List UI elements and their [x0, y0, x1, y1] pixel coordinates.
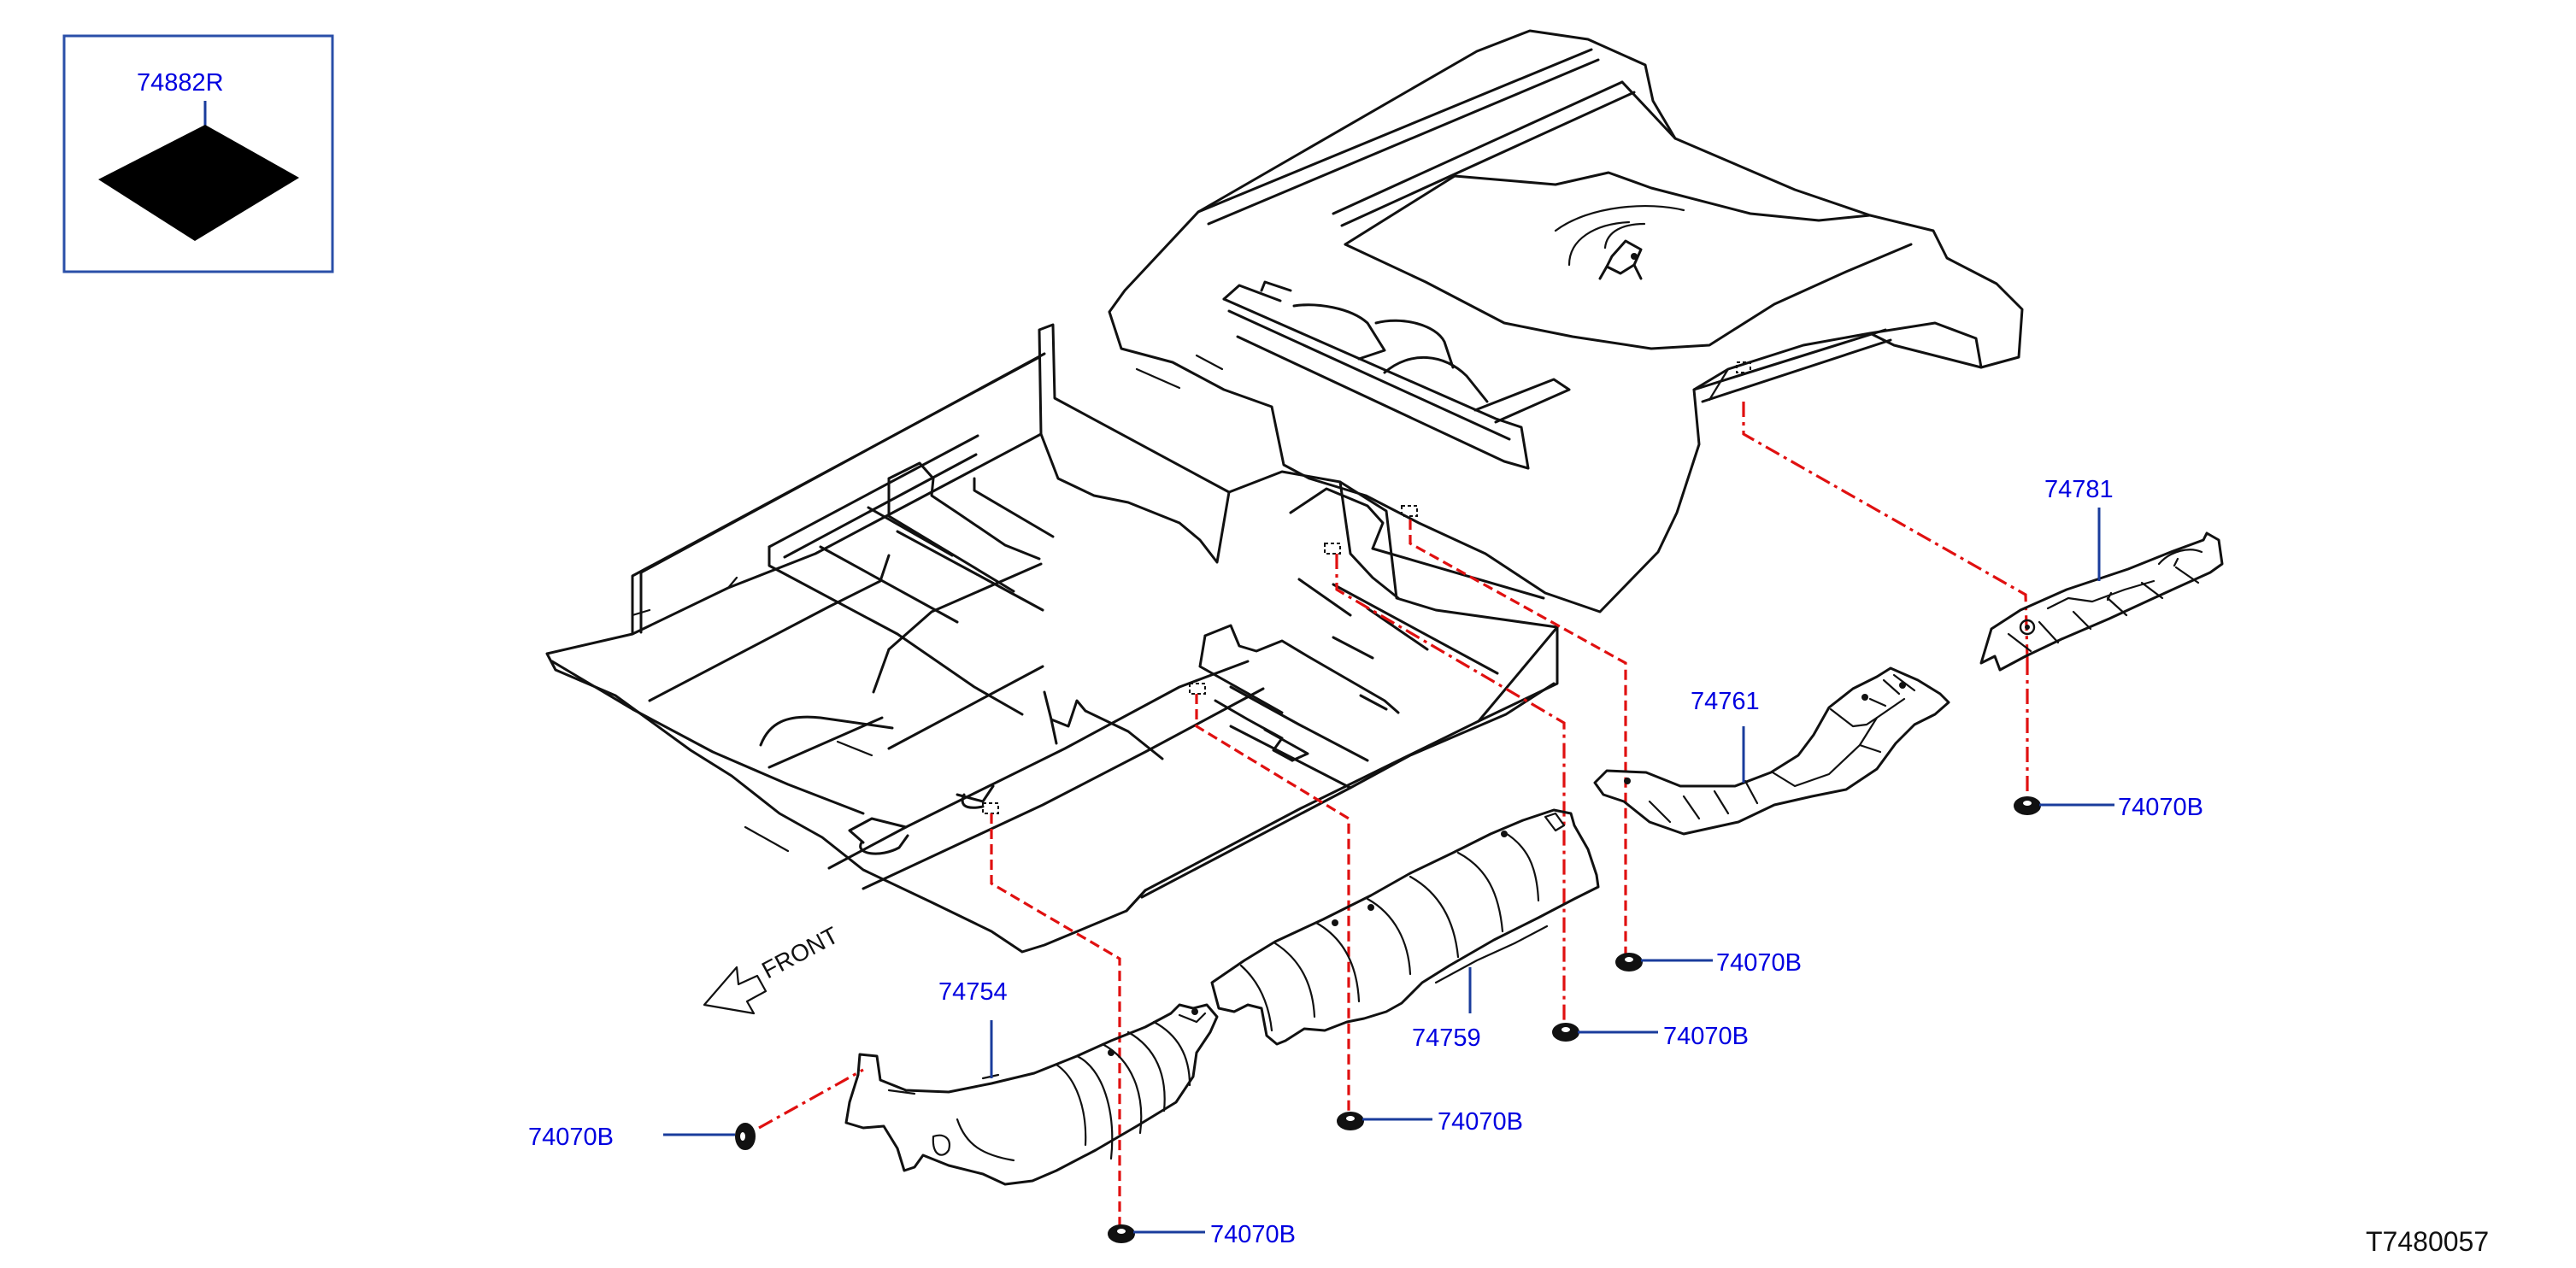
front-label: FRONT: [757, 922, 843, 984]
insulator-74754[interactable]: [844, 1003, 1219, 1186]
callout-74070B-a[interactable]: 74070B: [2118, 794, 2203, 821]
clip-c[interactable]: [1552, 1023, 1579, 1042]
clip-d[interactable]: [1337, 1112, 1364, 1130]
insulator-74761[interactable]: [1593, 666, 1950, 836]
clip-f[interactable]: [1108, 1224, 1135, 1243]
drawing-number: T7480057: [2366, 1226, 2489, 1257]
callout-74761[interactable]: 74761: [1691, 688, 1760, 715]
clip-a[interactable]: [2014, 796, 2041, 815]
callout-74070B-d[interactable]: 74070B: [1438, 1108, 1523, 1136]
callout-74754[interactable]: 74754: [938, 978, 1008, 1006]
callout-74070B-e[interactable]: 74070B: [528, 1124, 614, 1151]
rear-floor-panel: [1108, 29, 2024, 613]
assembly-linkage-lines: [758, 402, 2029, 1230]
callout-74882R[interactable]: 74882R: [137, 69, 224, 97]
callouts: 74781 74761 74759 74754 74070B 74070B 74…: [528, 476, 2203, 1248]
callout-74070B-f[interactable]: 74070B: [1210, 1221, 1296, 1248]
clips: [735, 796, 2041, 1243]
clip-e[interactable]: [735, 1123, 756, 1150]
callout-74781[interactable]: 74781: [2044, 476, 2114, 503]
front-direction-indicator: FRONT: [703, 922, 843, 1015]
insulator-pad-shape: [98, 125, 299, 241]
insulator-74759[interactable]: [1210, 808, 1600, 1046]
insulator-74781[interactable]: [1979, 531, 2224, 672]
callout-74070B-b[interactable]: 74070B: [1716, 949, 1802, 977]
callout-74070B-c[interactable]: 74070B: [1663, 1023, 1749, 1050]
callout-74759[interactable]: 74759: [1412, 1024, 1481, 1052]
inset-frame: [62, 34, 334, 273]
inset-panel: 74882R: [62, 34, 334, 273]
front-floor-panel: [545, 323, 1559, 954]
leader-lines: [663, 508, 2114, 1234]
front-arrow-icon: [703, 966, 768, 1015]
clip-b[interactable]: [1615, 953, 1643, 972]
plug-hole-rear: [1736, 361, 1751, 373]
